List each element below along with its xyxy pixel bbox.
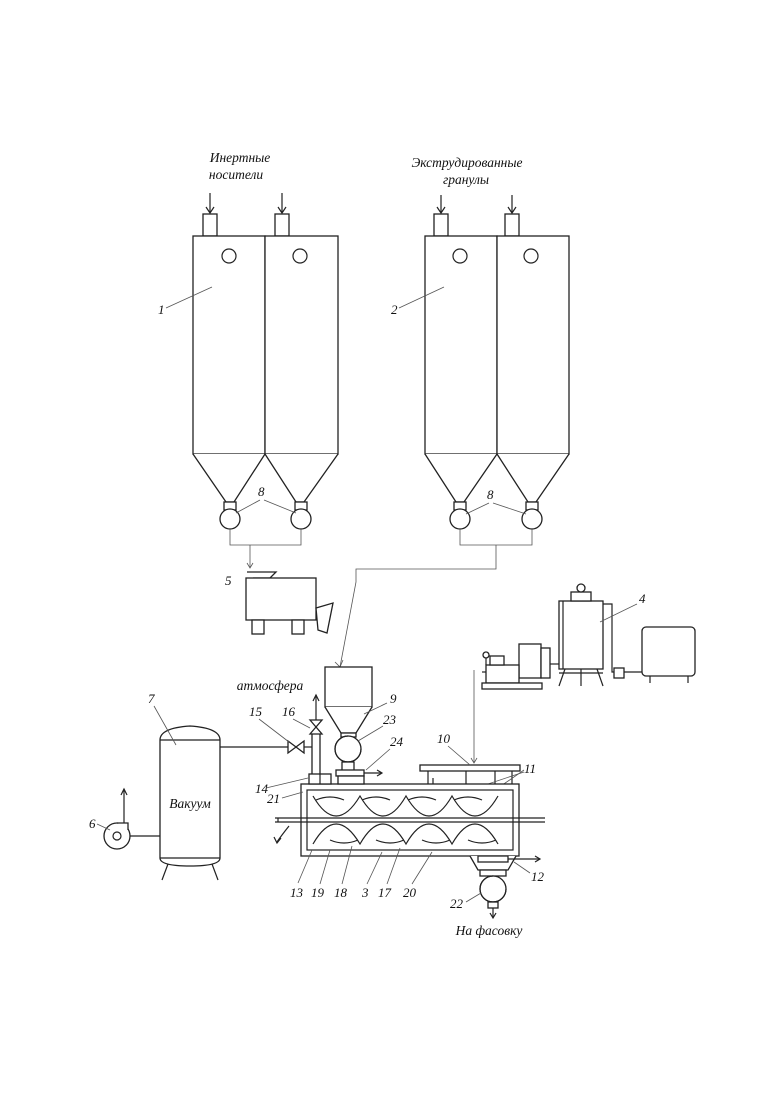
label-19: 19 [311,885,325,900]
silo-1b [265,236,338,454]
label-15: 15 [249,704,263,719]
silo-2b [497,236,569,454]
label-9: 9 [390,691,397,706]
label-8-left: 8 [258,484,265,499]
label-22: 22 [450,896,464,911]
liquid-dosing-unit-4: 4 [471,584,695,763]
label-5: 5 [225,573,232,588]
silo-group-extruded-granules: Экструдированные гранулы 8 2 [335,155,569,667]
hopper-9: 9 23 24 [325,667,404,776]
label-13: 13 [290,885,304,900]
label-8-right: 8 [487,487,494,502]
label-2: 2 [391,302,398,317]
rotary-feeder-8-right-b [522,509,542,529]
spray-manifold-10: 10 11 [420,731,536,790]
silo-2a [425,236,497,454]
label-24: 24 [390,734,404,749]
label-17: 17 [378,885,392,900]
label-16: 16 [282,704,296,719]
silo-1a [193,236,265,454]
label-11: 11 [524,761,536,776]
label-20: 20 [403,885,417,900]
extruded-label-2: гранулы [443,172,489,187]
inert-carriers-label-2: носители [209,167,263,182]
inert-carriers-label-1: Инертные [209,150,271,165]
to-packing-label: На фасовку [455,923,523,938]
label-3: 3 [361,885,369,900]
label-21: 21 [267,791,280,806]
rotary-feeder-8-right-a [450,509,470,529]
label-10: 10 [437,731,451,746]
label-18: 18 [334,885,348,900]
rotary-feeder-8-left-a [220,509,240,529]
label-4: 4 [639,591,646,606]
label-7: 7 [148,691,155,706]
mixer-5: 5 [225,572,333,634]
silo-group-inert-carriers: Инертные носители 8 1 [158,150,338,568]
atmosphere-label: атмосфера [237,678,304,693]
vacuum-label: Вакуум [169,796,211,811]
label-6: 6 [89,816,96,831]
valves-15-16: атмосфера 15 16 [237,678,322,775]
extruded-label-1: Экструдированные [411,155,522,170]
label-12: 12 [531,869,545,884]
discharge-unit: 12 22 На фасовку [450,856,545,938]
label-1: 1 [158,302,165,317]
label-23: 23 [383,712,397,727]
